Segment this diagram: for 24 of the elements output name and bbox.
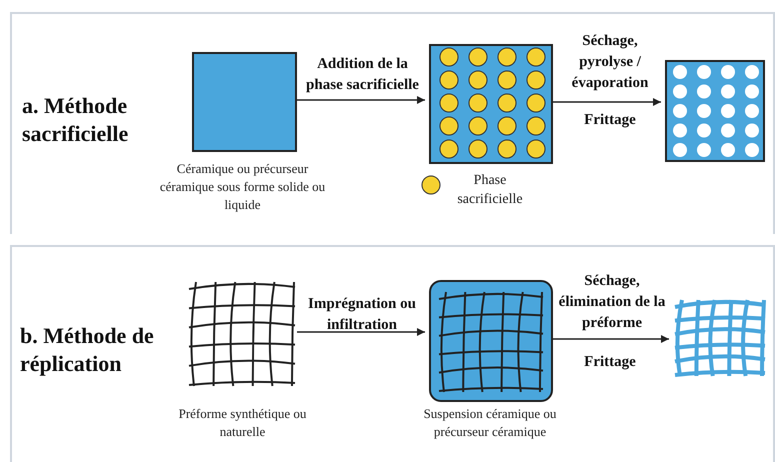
node-label: Suspension céramique ou précurseur céramique bbox=[422, 405, 558, 441]
edge-label: Séchage, pyrolyse / évaporation bbox=[570, 32, 650, 93]
method-heading: a. Méthode sacrificielle bbox=[22, 92, 130, 148]
node-label: Céramique ou précurseur céramique sous forme solide ou liquide bbox=[158, 160, 326, 214]
ceramic-block bbox=[192, 52, 297, 152]
impregnated-block bbox=[429, 280, 553, 402]
method-heading: b. Méthode de réplication bbox=[20, 322, 155, 378]
arrow bbox=[553, 335, 669, 343]
edge-label: Addition de la phase sacrificielle bbox=[305, 55, 420, 95]
edge-label: Séchage, élimination de la préforme bbox=[558, 272, 666, 333]
porous-block bbox=[665, 60, 765, 162]
arrow bbox=[297, 328, 425, 336]
arrow bbox=[297, 96, 425, 104]
particle-filled-block bbox=[429, 44, 553, 164]
step-label: Frittage bbox=[583, 353, 637, 372]
method-panel bbox=[10, 12, 775, 234]
step-label: Frittage bbox=[583, 111, 637, 130]
method-panel bbox=[10, 245, 775, 462]
edge-label: Imprégnation ou infiltration bbox=[307, 300, 417, 335]
arrow bbox=[553, 98, 661, 106]
node-label: Préforme synthétique ou naturelle bbox=[178, 405, 308, 441]
mesh-drawing bbox=[673, 298, 767, 378]
mesh-drawing bbox=[187, 280, 297, 388]
legend-text: Phase sacrificielle bbox=[456, 172, 524, 209]
